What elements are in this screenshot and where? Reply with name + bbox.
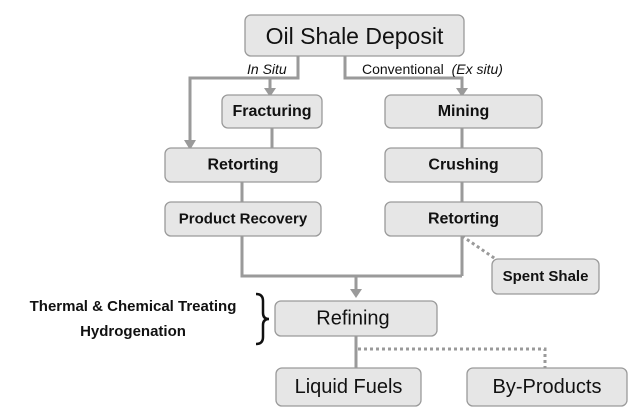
box-retorting-in-situ: Retorting [164, 147, 322, 183]
box-mining: Mining [384, 94, 543, 129]
refining-notes-brace [255, 292, 270, 346]
box-retorting-conventional-label: Retorting [428, 211, 499, 228]
connectors [188, 55, 547, 370]
label-conventional-text: Conventional [362, 61, 444, 77]
refining-note-hydrogenation: Hydrogenation [80, 323, 186, 340]
box-liquid-fuels: Liquid Fuels [275, 367, 422, 407]
box-product-recovery-label: Product Recovery [179, 211, 308, 228]
box-oil-shale-deposit: Oil Shale Deposit [244, 14, 465, 57]
box-retorting-conventional: Retorting [384, 201, 543, 237]
box-spent-shale-label: Spent Shale [503, 268, 589, 285]
label-in-situ: In Situ [247, 61, 287, 77]
box-crushing-label: Crushing [428, 157, 498, 174]
connector-top-right [343, 55, 464, 90]
box-mining-label: Mining [438, 103, 490, 120]
box-crushing: Crushing [384, 147, 543, 183]
box-by-products: By-Products [466, 367, 628, 407]
arrowhead-refining [350, 289, 362, 298]
refining-notes: Thermal & Chemical Treating Hydrogenatio… [30, 292, 270, 346]
box-spent-shale: Spent Shale [491, 258, 600, 295]
box-fracturing: Fracturing [221, 94, 323, 129]
arrowheads [184, 88, 468, 298]
refining-note-thermal: Thermal & Chemical Treating [30, 298, 237, 315]
connector-top-left [188, 55, 300, 142]
label-ex-situ-text: (Ex situ) [452, 61, 503, 77]
connector-refining-by-products [358, 347, 547, 370]
connector-retorting-spent-shale [461, 234, 501, 264]
box-product-recovery: Product Recovery [164, 201, 322, 237]
box-refining: Refining [274, 300, 438, 337]
box-refining-label: Refining [316, 308, 389, 330]
arrowhead-in-situ-left [184, 140, 196, 150]
label-conventional: Conventional (Ex situ) [362, 61, 503, 77]
connector-recovery-merge [240, 236, 462, 278]
box-oil-shale-deposit-label: Oil Shale Deposit [266, 23, 444, 49]
arrowhead-in-situ-fracturing [264, 88, 276, 97]
arrowhead-conventional-mining [456, 88, 468, 97]
box-fracturing-label: Fracturing [232, 103, 311, 120]
box-by-products-label: By-Products [493, 376, 602, 398]
box-liquid-fuels-label: Liquid Fuels [295, 376, 403, 398]
box-retorting-in-situ-label: Retorting [207, 157, 278, 174]
